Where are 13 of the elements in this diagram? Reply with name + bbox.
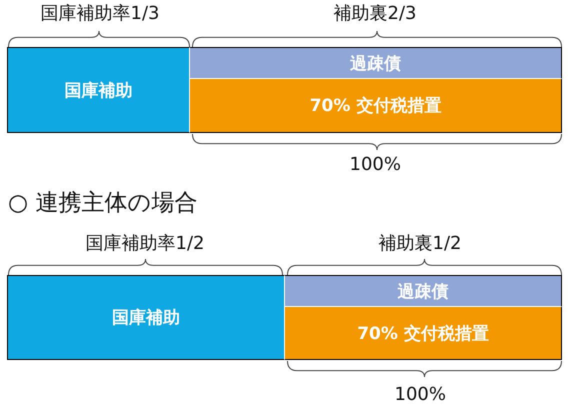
share-label: 国庫補助率1/3: [40, 4, 160, 24]
tax-allocation-block: 70% 交付税措置: [190, 79, 562, 133]
total-label: 100%: [394, 385, 446, 405]
share-label: 国庫補助率1/2: [86, 234, 204, 254]
subsidy-block: 国庫補助: [7, 47, 190, 133]
bond-band: 過疎債: [285, 275, 562, 307]
share-label: 補助裏1/2: [378, 234, 462, 254]
bond-band: 過疎債: [190, 47, 562, 79]
section-heading: ○ 連携主体の場合: [8, 191, 198, 216]
subsidy-block: 国庫補助: [7, 275, 285, 360]
total-label: 100%: [350, 155, 401, 175]
tax-allocation-block: 70% 交付税措置: [285, 307, 562, 360]
share-label: 補助裏2/3: [334, 4, 416, 24]
